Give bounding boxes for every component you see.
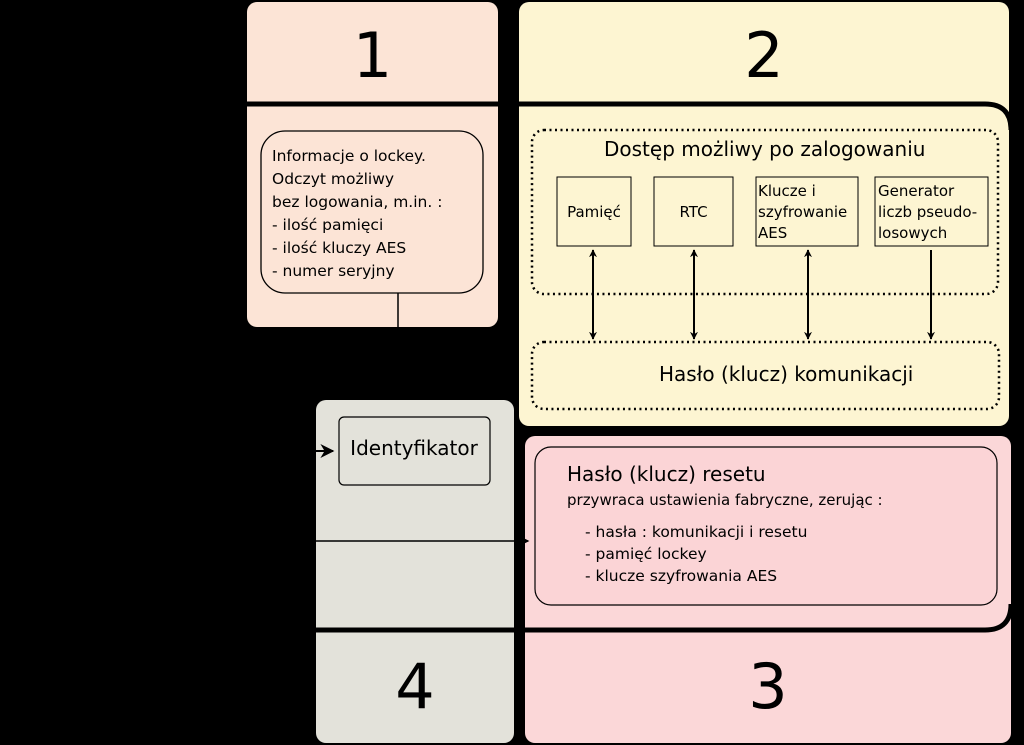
info-box [260, 130, 484, 294]
access-group-box [530, 128, 1000, 296]
comm-key-label: Hasło (klucz) komunikacji [659, 362, 914, 386]
module-rtc-label: RTC [654, 202, 733, 223]
module-label-line: Generator [878, 182, 955, 200]
reset-item: - hasła : komunikacji i resetu [585, 523, 808, 541]
info-line: - ilość pamięci [272, 216, 384, 234]
info-line: - numer seryjny [272, 262, 395, 280]
module-generator-label: Generator liczb pseudo- losowych [878, 181, 977, 244]
info-line: bez logowania, m.in. : [272, 193, 443, 211]
reset-key-title: Hasło (klucz) resetu [567, 462, 766, 486]
panel-4 [316, 400, 514, 743]
divider-line-3 [525, 603, 1014, 633]
module-label-line: AES [758, 224, 788, 242]
info-line: - ilość kluczy AES [272, 239, 407, 257]
module-box-memory [556, 176, 632, 247]
module-label-line: Klucze i [758, 182, 816, 200]
panel-3-number: 3 [748, 650, 788, 723]
panel-2 [519, 2, 1009, 426]
module-box-generator [874, 176, 989, 247]
info-text: Informacje o lockey. Odczyt możliwy bez … [272, 145, 442, 283]
module-label-line: szyfrowanie [758, 203, 848, 221]
info-line: Odczyt możliwy [272, 170, 395, 188]
panel-4-number: 4 [395, 650, 435, 723]
panel-1-number: 1 [352, 19, 393, 92]
access-group-title: Dostęp możliwy po zalogowaniu [604, 137, 926, 161]
reset-box [534, 446, 998, 606]
panel-1 [247, 2, 498, 327]
comm-key-box [530, 340, 1001, 411]
reset-key-description: przywraca ustawienia fabryczne, zerując … [567, 491, 883, 509]
module-label-line: RTC [679, 203, 708, 221]
divider-line-2 [519, 101, 1014, 131]
panel-2-number: 2 [744, 19, 784, 92]
module-box-rtc [653, 176, 734, 247]
info-line: Informacje o lockey. [272, 147, 426, 165]
module-memory-label: Pamięć [557, 202, 631, 223]
module-label-line: losowych [878, 224, 948, 242]
identifier-box [338, 416, 491, 486]
module-label-line: Pamięć [567, 203, 621, 221]
module-box-keys [755, 176, 859, 247]
reset-item: - klucze szyfrowania AES [585, 567, 778, 585]
reset-key-items: - hasła : komunikacji i resetu - pamięć … [585, 521, 807, 587]
reset-item: - pamięć lockey [585, 545, 707, 563]
identifier-label: Identyfikator [350, 436, 478, 460]
module-keys-label: Klucze i szyfrowanie AES [758, 181, 847, 244]
module-label-line: liczb pseudo- [878, 203, 978, 221]
